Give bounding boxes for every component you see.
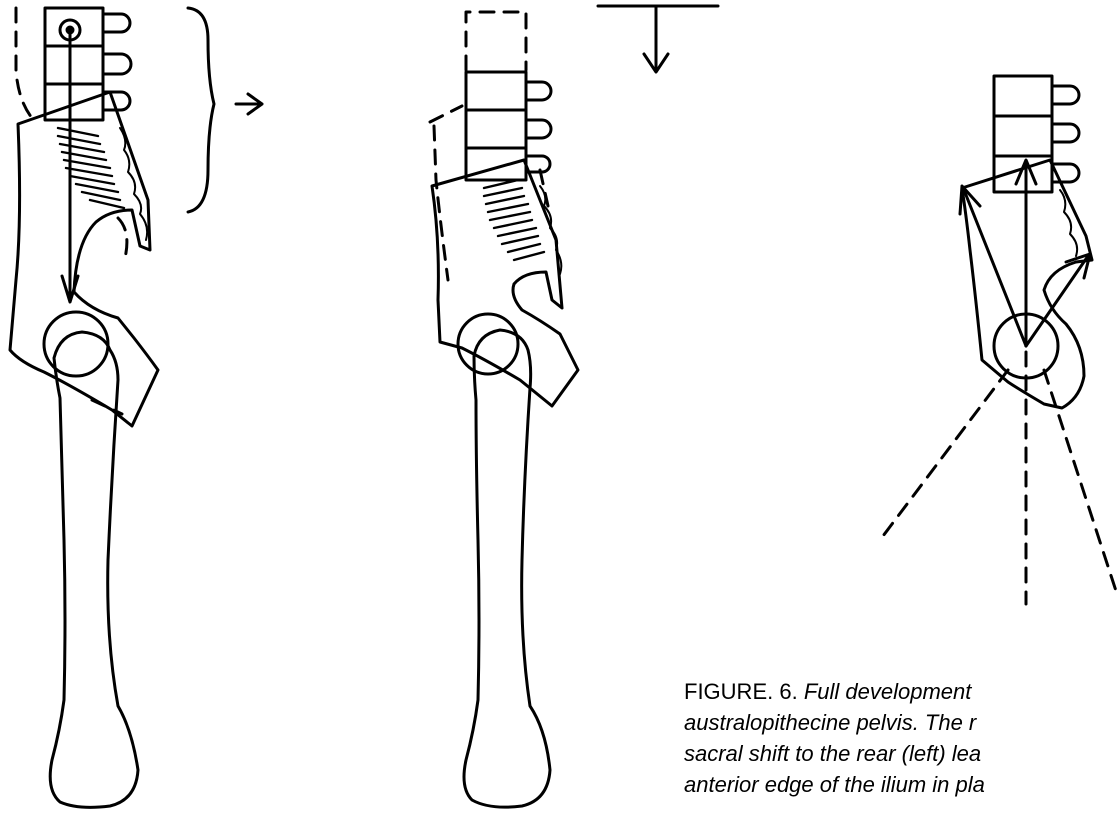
panel-middle-pelvis	[430, 6, 718, 807]
caption-line-4: anterior edge of the ilium in pla	[684, 769, 1117, 800]
former-ilium-outline	[430, 106, 548, 280]
panel-left-pelvis	[10, 8, 262, 807]
femur-middle	[464, 330, 550, 807]
acetabulum-middle	[458, 314, 518, 374]
dashed-lines-of-action	[880, 352, 1117, 604]
panel-right-force-diagram	[880, 76, 1117, 604]
figure-label: FIGURE. 6.	[684, 679, 798, 704]
femur-left	[50, 332, 138, 807]
figure-caption: FIGURE. 6. Full development australopith…	[684, 676, 1117, 800]
force-vectors	[960, 160, 1090, 346]
vertebral-column-left	[45, 8, 131, 120]
caption-line-1: FIGURE. 6. Full development	[684, 676, 1117, 707]
caption-line-2: australopithecine pelvis. The r	[684, 707, 1117, 738]
former-spine-dashed	[466, 12, 526, 70]
sacral-hatching-middle	[484, 180, 544, 260]
caption-line-3: sacral shift to the rear (left) lea	[684, 738, 1117, 769]
caption-text-1: Full development	[804, 679, 972, 704]
downward-arrow-icon	[598, 6, 718, 72]
former-sacrum-outline	[118, 218, 127, 262]
shift-right-arrow-icon	[236, 94, 262, 114]
former-spine-outline	[16, 8, 32, 118]
brace-icon	[188, 8, 214, 212]
sacral-hatching-left	[58, 128, 124, 208]
